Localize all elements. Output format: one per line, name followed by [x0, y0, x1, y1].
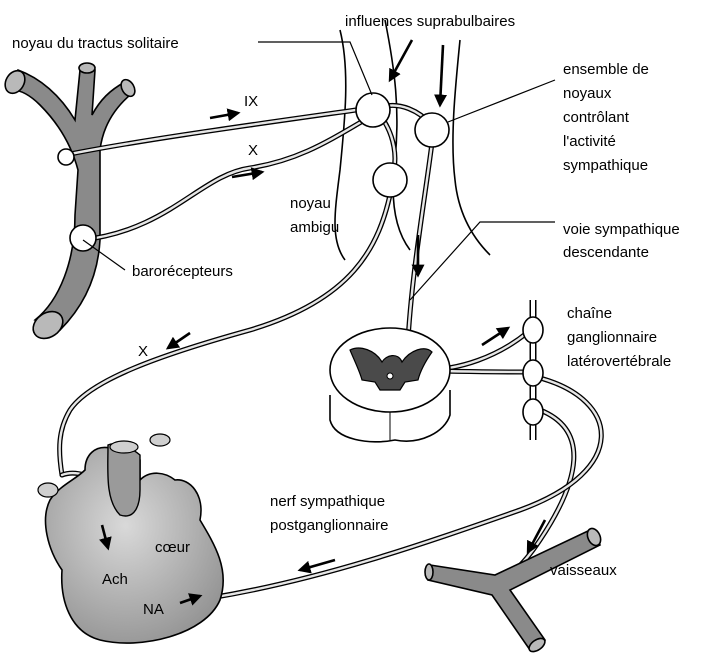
label-x-upper: X [248, 142, 258, 159]
label-ambiguus-1: noyau [290, 195, 331, 212]
sympathetic-chain [523, 300, 543, 440]
sympathetic-nucleus [415, 113, 449, 147]
ix-ending [58, 149, 74, 165]
label-chain-2: ganglionnaire [567, 329, 657, 346]
label-ambiguus-2: ambigu [290, 219, 339, 236]
label-vessels: vaisseaux [550, 562, 617, 579]
ambiguus-nucleus [373, 163, 407, 197]
leader-lines [83, 42, 555, 300]
brainstem-outline [335, 20, 490, 260]
blood-vessels [425, 526, 603, 654]
label-chain-1: chaîne [567, 305, 612, 322]
label-baroreceptors: barorécepteurs [132, 263, 233, 280]
label-ach: Ach [102, 571, 128, 588]
label-na: NA [143, 601, 164, 618]
label-sympathetic-nuclei-5: sympathique [563, 157, 648, 174]
label-postganglionic-1: nerf sympathique [270, 493, 385, 510]
label-chain-3: latérovertébrale [567, 353, 671, 370]
label-sympathetic-nuclei-4: l'activité [563, 133, 616, 150]
label-descending-1: voie sympathique [563, 221, 680, 238]
carotid-artery [1, 63, 137, 344]
label-descending-2: descendante [563, 244, 649, 261]
label-sympathetic-nuclei-2: noyaux [563, 85, 612, 102]
label-x-lower: X [138, 343, 148, 360]
label-sympathetic-nuclei-3: contrôlant [563, 109, 630, 126]
label-postganglionic-2: postganglionnaire [270, 517, 388, 534]
label-suprabulbar: influences suprabulbaires [345, 13, 515, 30]
spinal-cord [330, 328, 450, 442]
brainstem-nuclei [58, 93, 449, 251]
label-sympathetic-nuclei-1: ensemble de [563, 61, 649, 78]
label-nts: noyau du tractus solitaire [12, 35, 179, 52]
label-heart: cœur [155, 539, 190, 556]
nts-nucleus [356, 93, 390, 127]
label-ix: IX [244, 93, 258, 110]
heart [38, 434, 223, 643]
